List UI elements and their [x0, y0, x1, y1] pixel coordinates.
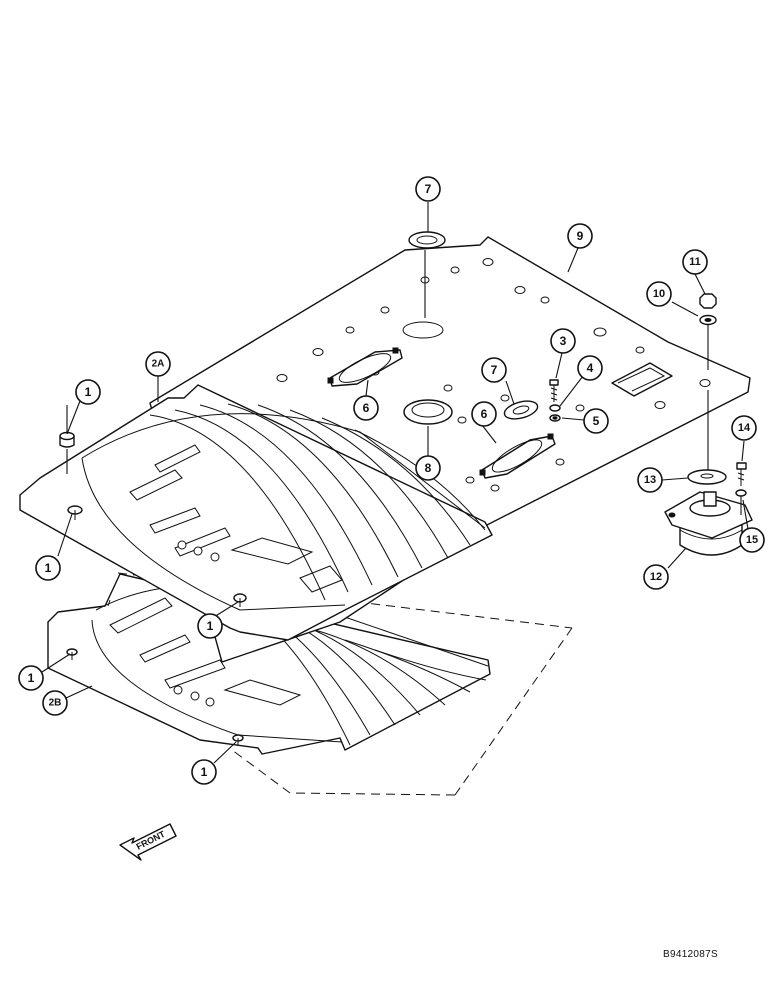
- callout-10: 10: [646, 281, 672, 307]
- callout-label: 11: [689, 256, 701, 268]
- boot-7-right: [503, 400, 539, 420]
- callout-12: 12: [643, 564, 669, 590]
- callout-15: 15: [739, 527, 765, 553]
- callout-1-bottom: 1: [191, 759, 217, 785]
- bolt-14-washer-15: [735, 462, 747, 515]
- leader-lines: [41, 202, 749, 764]
- callout-label: 14: [738, 422, 751, 434]
- callout-label: 10: [653, 288, 665, 300]
- callout-label: 5: [593, 414, 600, 428]
- callout-label: 3: [560, 334, 567, 348]
- callout-1-lower-left: 1: [18, 665, 44, 691]
- callout-7-top: 7: [415, 176, 441, 202]
- callout-label: 6: [363, 401, 370, 415]
- callout-label: 13: [644, 474, 656, 486]
- callout-label: 4: [587, 361, 594, 375]
- boot-7-upper: [408, 231, 446, 318]
- bolt-3-washer-4-nut-5: [549, 379, 561, 422]
- callout-label: 7: [491, 363, 498, 377]
- floor-mat-2b: [47, 573, 491, 755]
- callout-label: 9: [577, 229, 584, 243]
- callout-6-right: 6: [471, 401, 497, 427]
- callout-label: 2B: [49, 698, 62, 709]
- callout-1-left: 1: [35, 555, 61, 581]
- callout-8: 8: [415, 455, 441, 481]
- drawing-number: B9412087S: [663, 949, 718, 960]
- callout-label: 6: [481, 407, 488, 421]
- callout-9: 9: [567, 223, 593, 249]
- callout-5: 5: [583, 408, 609, 434]
- seal-8: [403, 399, 453, 458]
- callout-label: 12: [650, 571, 662, 583]
- callout-label: 1: [85, 385, 92, 399]
- callout-3: 3: [550, 328, 576, 354]
- callout-label: 2A: [152, 359, 165, 370]
- callout-label: 15: [746, 534, 758, 546]
- callout-label: 1: [207, 619, 214, 633]
- callout-label: 1: [28, 671, 35, 685]
- callout-13: 13: [637, 467, 663, 493]
- nut-11-washer-10: [699, 293, 717, 470]
- callout-1-middle: 1: [197, 613, 223, 639]
- plug-1: [59, 431, 75, 474]
- callout-label: 7: [425, 182, 432, 196]
- callout-2a: 2A: [145, 351, 171, 377]
- front-arrow: FRONT: [119, 823, 177, 861]
- cover-plate-6-right: [479, 433, 556, 479]
- callout-label: 1: [201, 765, 208, 779]
- callout-11: 11: [682, 249, 708, 275]
- isolator-mount-12: [664, 469, 753, 556]
- callout-2b: 2B: [42, 690, 68, 716]
- callout-label: 8: [425, 461, 432, 475]
- callout-4: 4: [577, 355, 603, 381]
- floor-mat-2a: [19, 384, 493, 641]
- cover-plate-6-left: [327, 347, 403, 387]
- callout-label: 1: [45, 561, 52, 575]
- callout-7-right: 7: [481, 357, 507, 383]
- callout-14: 14: [731, 415, 757, 441]
- callout-1-top: 1: [75, 379, 101, 405]
- callout-6-left: 6: [353, 395, 379, 421]
